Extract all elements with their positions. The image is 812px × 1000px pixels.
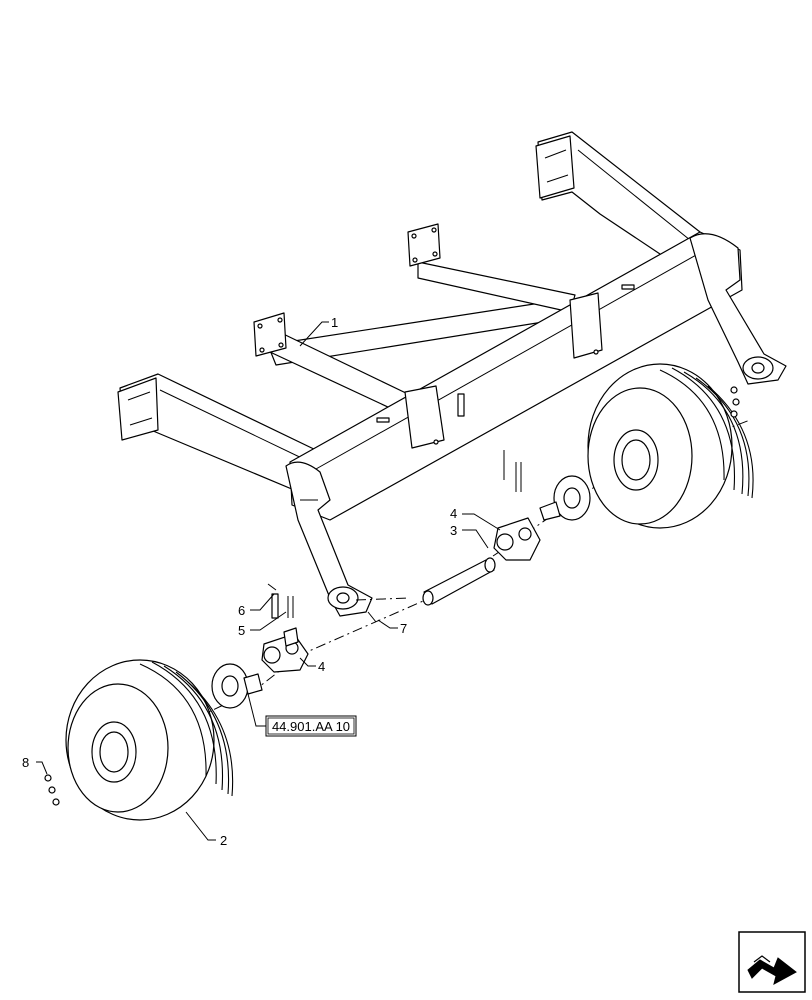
leader-lines [36, 321, 501, 841]
left-wheel [65, 659, 234, 821]
callout-8: 8 [22, 755, 29, 770]
reference-box[interactable]: 44.901.AA 10 [265, 715, 357, 737]
callout-5: 5 [238, 623, 245, 638]
callout-7: 7 [400, 621, 407, 636]
bolt [367, 611, 377, 623]
reference-label: 44.901.AA 10 [272, 719, 350, 734]
left-drop-leg [285, 461, 373, 617]
callout-3: 3 [450, 523, 457, 538]
left-pivot-bracket [261, 627, 309, 673]
spindle-pin [422, 557, 496, 606]
right-pivot-bracket [493, 450, 541, 561]
callout-6: 6 [238, 603, 245, 618]
right-arm [535, 131, 703, 283]
retaining-pin [267, 583, 279, 619]
callout-2: 2 [220, 833, 227, 848]
left-hub [211, 663, 263, 709]
center-mount-plate [407, 223, 441, 267]
right-hub [539, 475, 591, 521]
callout-4-right: 4 [450, 506, 457, 521]
callout-4-left: 4 [318, 659, 325, 674]
axle-frame [117, 131, 787, 617]
left-arm [117, 373, 321, 501]
axle-centerline-left [355, 597, 411, 601]
right-wheel [587, 363, 754, 529]
main-cross-beam [289, 231, 743, 521]
left-mount-plate [253, 312, 287, 357]
left-lug-nuts [44, 774, 60, 806]
callout-1: 1 [331, 315, 338, 330]
right-lug-nuts [730, 386, 740, 418]
right-drop-leg [689, 233, 787, 385]
lynch-clip [287, 596, 294, 618]
next-page-arrow-icon[interactable] [738, 931, 806, 993]
rear-cross-tube [267, 261, 576, 416]
